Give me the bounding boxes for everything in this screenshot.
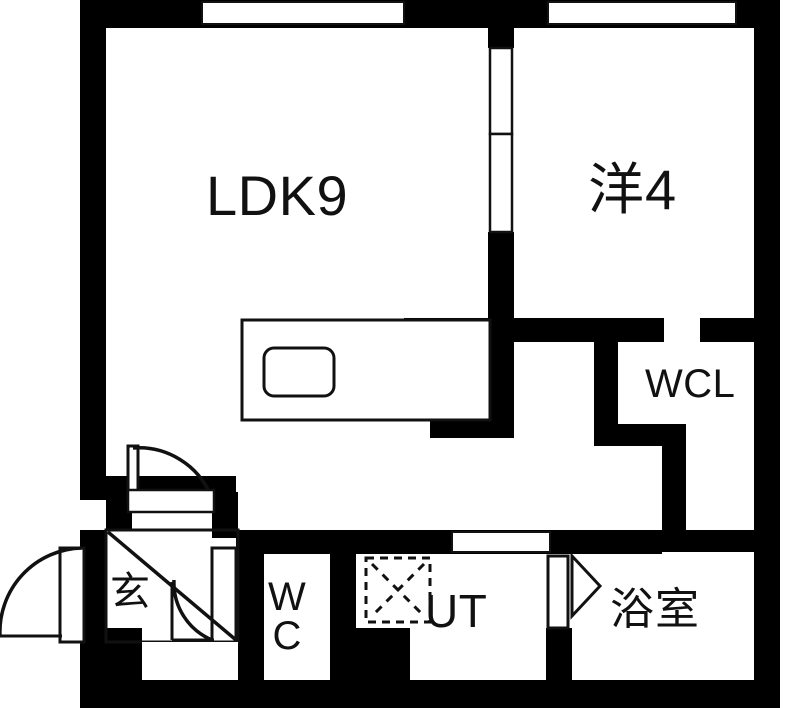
western-room-bottom-wall xyxy=(514,318,754,342)
room-label-entrance: 玄 xyxy=(110,570,151,614)
sliding-partition-doors[interactable] xyxy=(488,46,514,234)
window-utility xyxy=(451,531,551,553)
toilet-label-line-2: C xyxy=(272,614,302,659)
room-label-ldk: LDK9 xyxy=(206,164,349,227)
washing-machine-pan xyxy=(364,556,432,624)
bath-folding-door-arrow[interactable] xyxy=(546,552,603,630)
toilet-label-line-1: W xyxy=(268,575,307,619)
room-label-wcl: WCL xyxy=(645,362,736,406)
room-label-bathroom: 浴室 xyxy=(610,585,700,634)
window-western-top xyxy=(547,1,737,25)
room-label-western-room: 洋4 xyxy=(588,158,678,221)
ldk-hall-swing-door[interactable] xyxy=(126,444,216,514)
inner-swing-door[interactable] xyxy=(170,546,238,644)
room-label-utility: UT xyxy=(425,585,488,637)
entry-swing-door[interactable] xyxy=(0,546,86,644)
entrance-floor-outline xyxy=(142,642,238,680)
room-label-toilet: W C xyxy=(268,575,307,659)
kitchen-counter-with-sink xyxy=(240,318,492,422)
wcl-walls xyxy=(594,330,754,552)
bottom-row-walls xyxy=(236,530,662,680)
window-ldk-top xyxy=(201,1,405,25)
